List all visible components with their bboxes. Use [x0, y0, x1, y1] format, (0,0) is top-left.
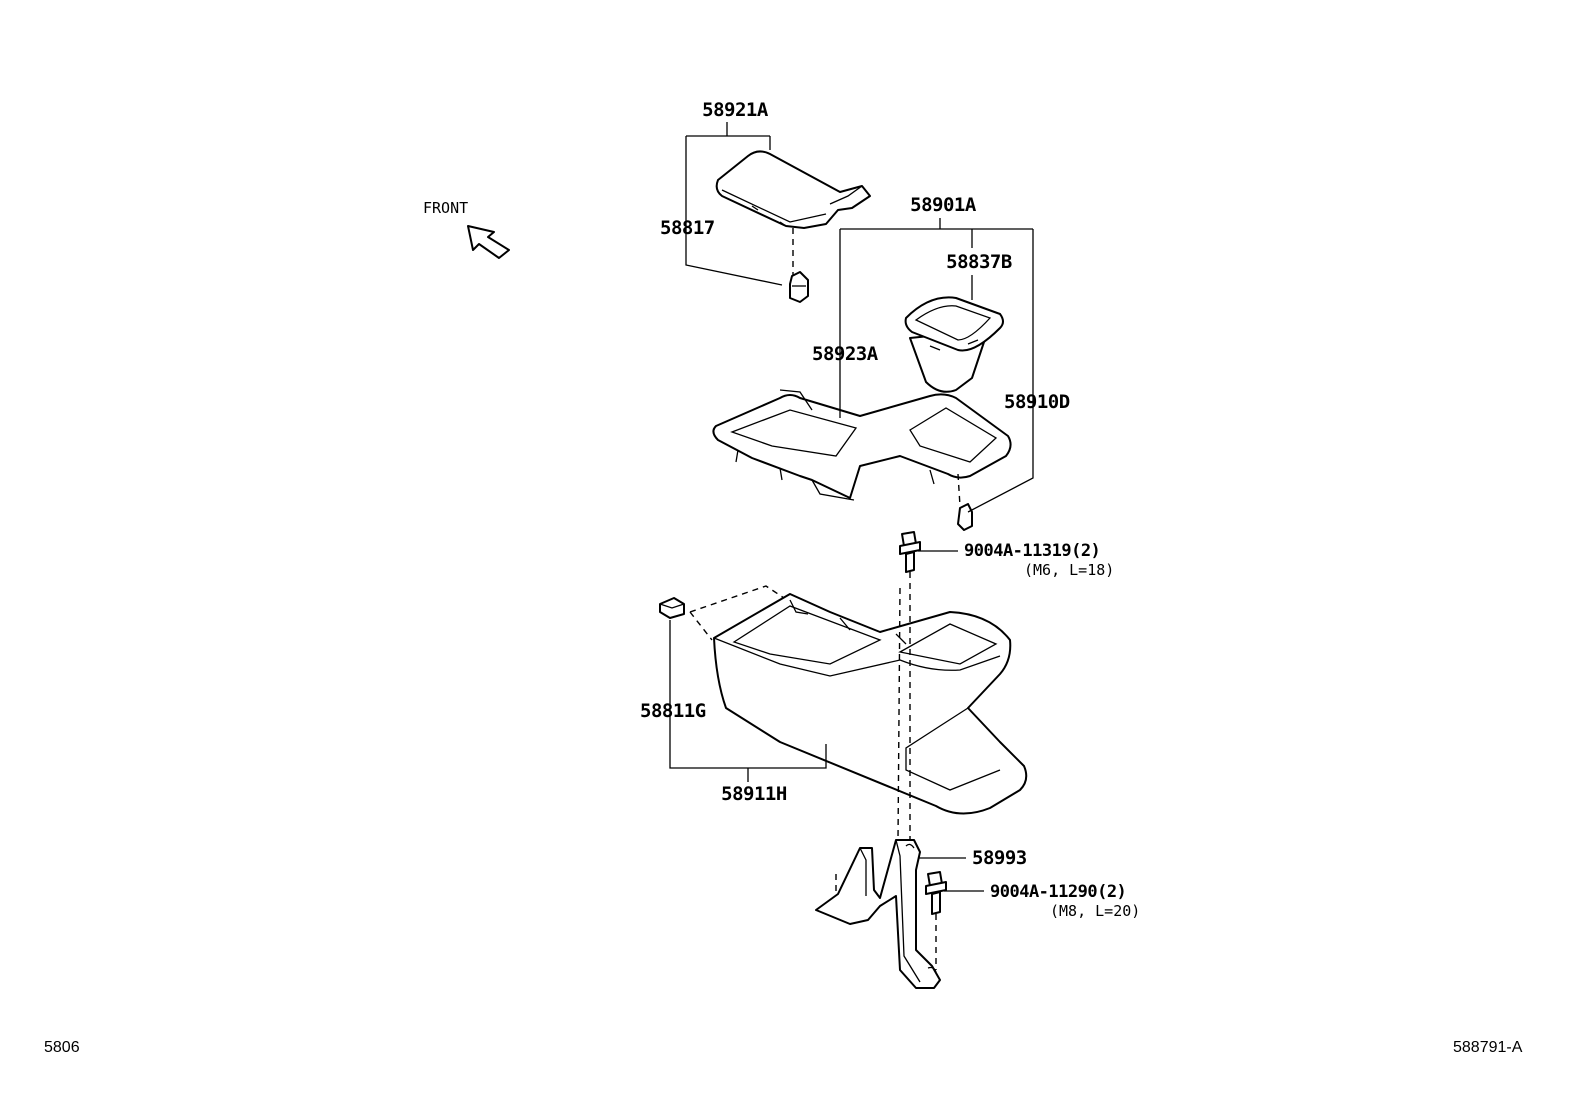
- part-label-screw-upper-spec: (M6, L=18): [1024, 561, 1115, 579]
- console-lid: [715, 150, 871, 229]
- part-label-lid-clip: 58817: [660, 217, 715, 239]
- part-label-bolt-lower: 9004A-11290(2): [990, 882, 1127, 902]
- part-label-bracket: 58993: [972, 847, 1027, 869]
- front-direction-label: FRONT: [423, 199, 469, 217]
- side-clip: [659, 597, 685, 619]
- cup-holder-insert: [904, 296, 1004, 393]
- part-label-bolt-lower-spec: (M8, L=20): [1050, 902, 1141, 920]
- part-label-side-clip: 58811G: [640, 700, 706, 722]
- page-number: 5806: [44, 1039, 80, 1056]
- part-label-screw-upper: 9004A-11319(2): [964, 541, 1101, 561]
- upper-clip: [957, 503, 973, 531]
- leader-lines: [669, 122, 1034, 892]
- assembly-dashed-lines: [689, 228, 961, 970]
- lid-clip: [789, 271, 809, 303]
- part-label-upper-clip: 58910D: [1004, 391, 1070, 413]
- console-bracket: [815, 839, 941, 989]
- part-label-upper-assembly: 58901A: [910, 194, 976, 216]
- figure-code: 588791-A: [1453, 1039, 1523, 1056]
- screw-upper-icon: [899, 531, 921, 573]
- upper-console-panel: [712, 389, 1012, 501]
- part-label-cup-holder: 58837B: [946, 251, 1012, 273]
- bolt-lower-icon: [925, 871, 947, 915]
- part-label-upper-panel: 58923A: [812, 343, 878, 365]
- console-body: [713, 593, 1028, 815]
- part-label-console-body: 58911H: [721, 783, 787, 805]
- front-arrow-icon: [467, 225, 510, 259]
- part-label-lid: 58921A: [702, 99, 768, 121]
